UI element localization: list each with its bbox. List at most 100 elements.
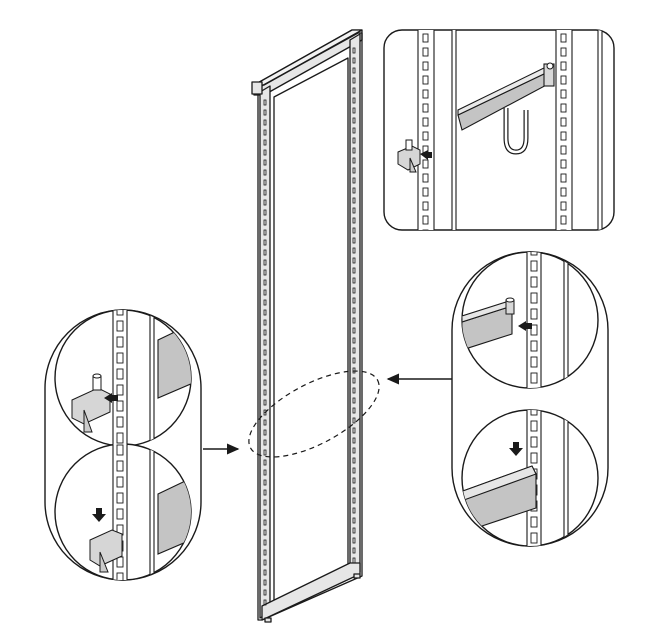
slot — [530, 356, 538, 368]
frame-slot — [263, 559, 267, 566]
frame-right-upright — [349, 33, 361, 579]
slot — [530, 532, 538, 544]
clip-left-top — [71, 373, 111, 433]
detail-panel-left — [44, 309, 202, 581]
slot — [530, 516, 538, 528]
frame-slot — [352, 517, 356, 524]
slot — [530, 436, 538, 448]
frame-slot — [263, 119, 267, 126]
frame-slot — [263, 419, 267, 426]
frame-bottom-rail — [261, 562, 361, 621]
slot — [530, 372, 538, 384]
frame-slot — [263, 539, 267, 546]
frame-slot — [352, 107, 356, 114]
arrow-right-icon — [420, 150, 432, 160]
frame-slot — [263, 399, 267, 406]
frame-slot — [352, 47, 356, 54]
frame-slot — [352, 437, 356, 444]
frame-slot — [352, 147, 356, 154]
frame-slot — [263, 529, 267, 536]
slot — [530, 340, 538, 352]
slot — [116, 400, 124, 412]
rack-frame — [251, 29, 363, 623]
frame-slot — [352, 117, 356, 124]
frame-slot — [263, 449, 267, 456]
frame-slot — [352, 327, 356, 334]
frame-slot — [263, 159, 267, 166]
panel-slot — [422, 131, 429, 141]
slot — [530, 252, 538, 256]
frame-slot — [352, 407, 356, 414]
arrow-right-icon — [104, 393, 118, 403]
panel-slot — [422, 159, 429, 169]
frame-opening — [273, 57, 349, 605]
frame-slot — [352, 507, 356, 514]
frame-slot — [263, 479, 267, 486]
panel-slot — [560, 89, 567, 99]
frame-slot — [263, 329, 267, 336]
panel-slot — [422, 215, 429, 225]
panel-slot — [560, 201, 567, 211]
frame-slot — [352, 127, 356, 134]
frame-slot — [352, 317, 356, 324]
frame-foot-left — [264, 617, 272, 623]
arrow-down-icon — [92, 508, 106, 522]
frame-slot — [352, 297, 356, 304]
slot — [116, 320, 124, 332]
frame-slot — [263, 569, 267, 576]
frame-slot — [352, 557, 356, 564]
slot — [116, 572, 124, 580]
frame-slot — [263, 499, 267, 506]
frame-slot — [352, 167, 356, 174]
panel-slot — [560, 215, 567, 225]
frame-slot — [352, 307, 356, 314]
frame-slot — [352, 177, 356, 184]
panel-slot — [560, 117, 567, 127]
frame-slot — [352, 387, 356, 394]
frame-slots-right — [352, 47, 356, 564]
panel-upright-left-rear — [451, 30, 457, 230]
frame-slot — [352, 187, 356, 194]
slot — [530, 452, 538, 464]
frame-slot — [263, 389, 267, 396]
panel-clip — [397, 139, 421, 173]
arrow-down-icon — [509, 442, 523, 456]
frame-slots-left — [263, 99, 267, 606]
slot — [116, 444, 124, 456]
frame-slot — [352, 267, 356, 274]
frame-slot — [263, 239, 267, 246]
panel-slot — [422, 75, 429, 85]
frame-left-upright — [259, 85, 271, 619]
frame-slot — [263, 299, 267, 306]
frame-slot — [352, 337, 356, 344]
detail-panel-hanger — [383, 29, 615, 231]
detail-panel-right — [451, 251, 609, 547]
slot — [116, 310, 124, 316]
frame-slot — [352, 247, 356, 254]
frame-outline — [257, 32, 363, 621]
frame-slot — [352, 227, 356, 234]
panel-slot — [422, 47, 429, 57]
panel-slot — [560, 131, 567, 141]
frame-slot — [263, 279, 267, 286]
frame-slot — [352, 457, 356, 464]
slot — [530, 292, 538, 304]
clip-left-bottom — [89, 529, 123, 573]
panel-slot — [422, 61, 429, 71]
slot — [116, 556, 124, 568]
panel-slot — [422, 201, 429, 211]
panel-slot — [422, 103, 429, 113]
frame-slot — [352, 347, 356, 354]
frame-slot — [263, 129, 267, 136]
panel-slot — [560, 173, 567, 183]
frame-slot — [352, 547, 356, 554]
frame-slot — [263, 169, 267, 176]
panel-slot — [422, 117, 429, 127]
slot — [116, 384, 124, 396]
frame-slot — [263, 509, 267, 516]
frame-slot — [263, 519, 267, 526]
frame-slot — [263, 549, 267, 556]
frame-slot — [352, 157, 356, 164]
